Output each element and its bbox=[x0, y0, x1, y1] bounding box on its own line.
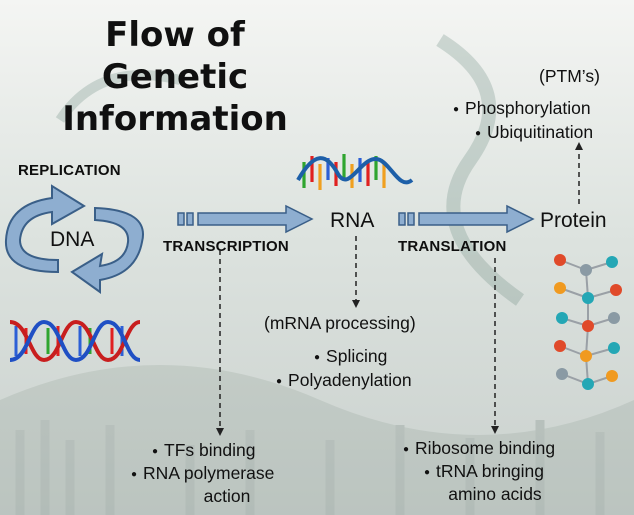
bullet-dot: ● bbox=[131, 468, 138, 480]
ptm-heading: (PTM’s) bbox=[539, 66, 600, 86]
bullet-dot: ● bbox=[424, 466, 431, 478]
rna-node: RNA bbox=[330, 209, 375, 232]
rna-strand-icon bbox=[296, 154, 414, 190]
protein-molecule-icon bbox=[554, 254, 622, 390]
diagram-title: Flow of Genetic Information bbox=[20, 14, 330, 140]
ptm-item-phosphorylation: ●Phosphorylation bbox=[453, 98, 591, 118]
ptm-item-ubiquitination: ●Ubiquitination bbox=[475, 122, 594, 142]
translation-item-trna: ●tRNA bringing bbox=[424, 461, 545, 481]
title-line-1: Flow of bbox=[105, 15, 245, 55]
transcription-label: TRANSCRIPTION bbox=[163, 238, 289, 255]
bullet-dot: ● bbox=[403, 443, 410, 455]
dna-node: DNA bbox=[50, 228, 95, 251]
transcription-item-polymerase: ●RNA polymerase bbox=[131, 463, 275, 483]
dna-helix-icon bbox=[9, 319, 141, 363]
bullet-dot: ● bbox=[276, 375, 283, 387]
bullet-dot: ● bbox=[475, 127, 482, 139]
replication-label: REPLICATION bbox=[18, 162, 121, 179]
translation-item-ribosome: ●Ribosome binding bbox=[403, 438, 556, 458]
translation-item-trna-cont: amino acids bbox=[448, 484, 542, 504]
replication-cycle-arrows bbox=[4, 184, 144, 294]
mrna-processing-heading: (mRNA processing) bbox=[264, 313, 416, 333]
translation-label: TRANSLATION bbox=[398, 238, 507, 255]
transcription-item-polymerase-cont: action bbox=[203, 486, 251, 506]
translation-arrow bbox=[398, 204, 535, 234]
bullet-dot: ● bbox=[152, 445, 159, 457]
transcription-arrow bbox=[177, 204, 314, 234]
transcription-item-tfs: ●TFs binding bbox=[152, 440, 256, 460]
mrna-item-splicing: ●Splicing bbox=[314, 346, 388, 366]
protein-node: Protein bbox=[540, 209, 607, 232]
bullet-dot: ● bbox=[453, 103, 460, 115]
mrna-item-polyadenylation: ●Polyadenylation bbox=[276, 370, 412, 390]
title-line-2: Genetic Information bbox=[62, 57, 288, 139]
bullet-dot: ● bbox=[314, 351, 321, 363]
